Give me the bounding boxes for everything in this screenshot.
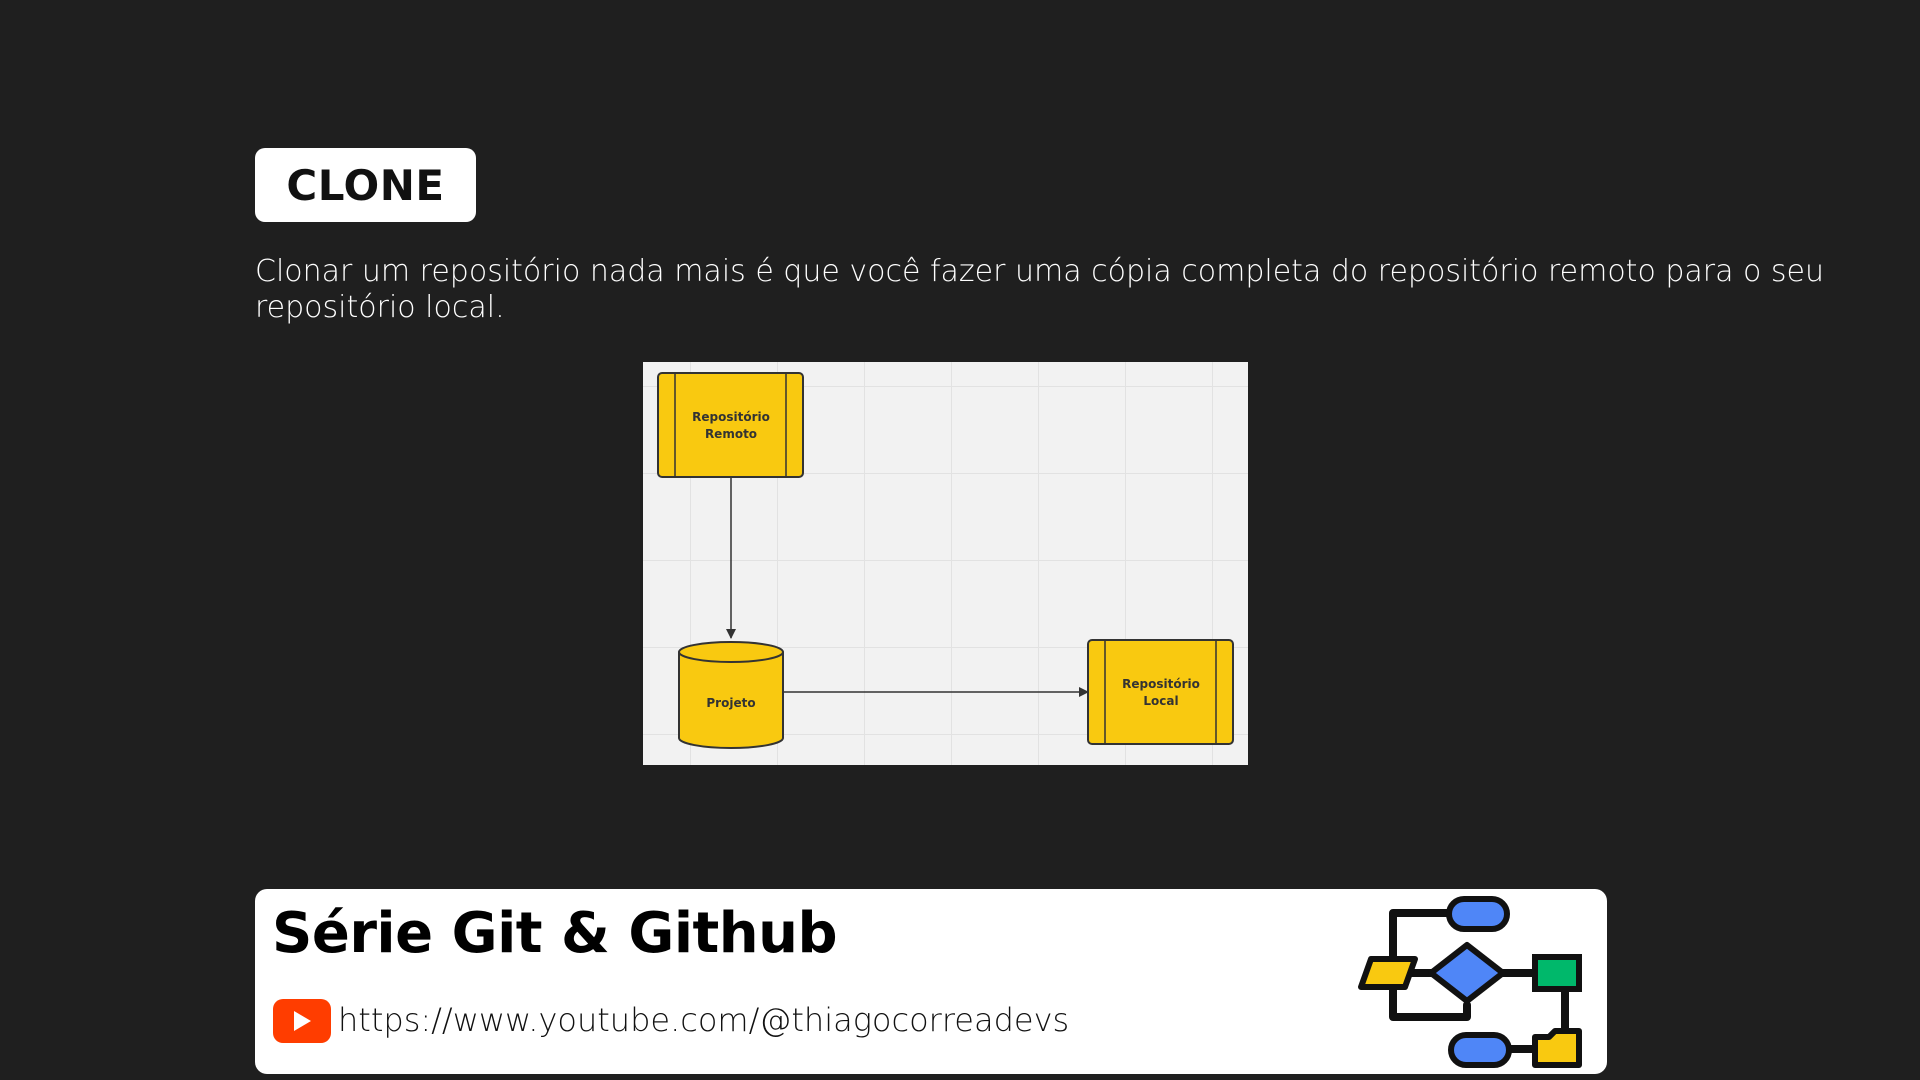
node-project: Projeto	[678, 641, 784, 749]
node-remote-repository: Repositório Remoto	[657, 372, 804, 478]
youtube-icon	[273, 999, 331, 1043]
youtube-channel-link[interactable]: https://www.youtube.com/@thiagocorreadev…	[338, 1001, 1070, 1039]
node-local-label-line2: Local	[1143, 694, 1178, 708]
diagram-svg: Repositório Remoto Projeto Repositório L…	[657, 372, 1234, 749]
section-title: CLONE	[286, 160, 445, 210]
flowchart-icon	[1358, 896, 1582, 1068]
series-footer-card: Série Git & Github https://www.youtube.c…	[255, 889, 1607, 1074]
node-remote-label-line2: Remoto	[705, 427, 757, 441]
node-local-label-line1: Repositório	[1122, 677, 1200, 691]
section-description: Clonar um repositório nada mais é que vo…	[255, 254, 1825, 325]
node-local-repository: Repositório Local	[1087, 639, 1234, 745]
clone-badge: CLONE	[255, 148, 476, 222]
clone-diagram: Repositório Remoto Projeto Repositório L…	[643, 362, 1248, 765]
node-remote-label-line1: Repositório	[692, 410, 770, 424]
series-title: Série Git & Github	[272, 901, 838, 966]
node-project-label: Projeto	[706, 696, 755, 710]
